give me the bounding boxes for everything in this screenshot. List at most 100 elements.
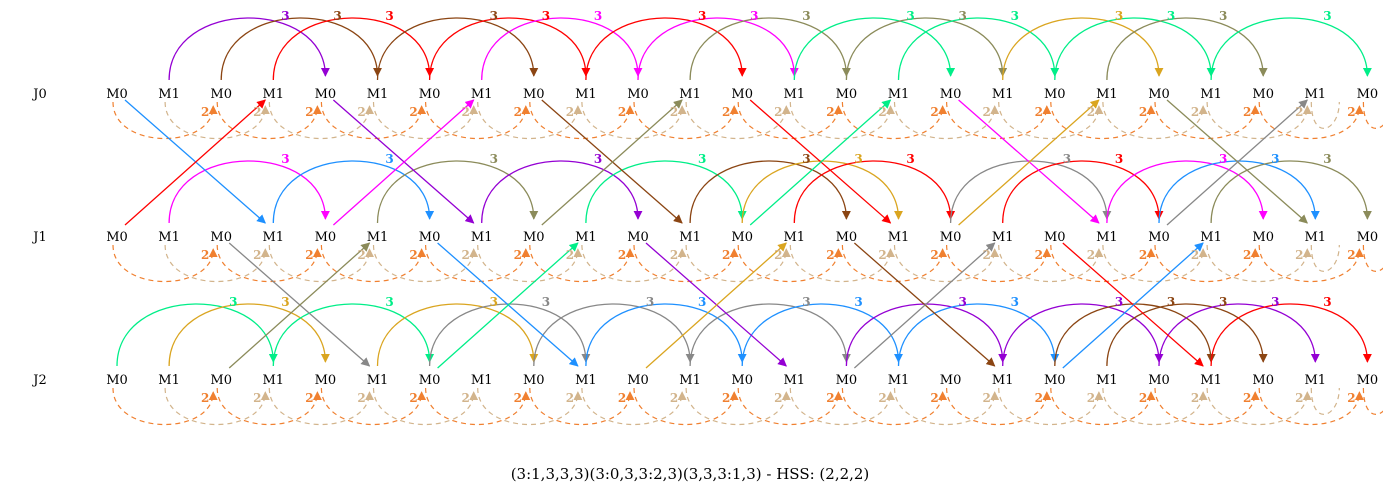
throw-label: 3 — [959, 9, 967, 23]
throw-arc — [1054, 303, 1216, 367]
hold-label: 2 — [826, 391, 834, 405]
throw-arc — [481, 17, 643, 81]
hold-arc — [164, 387, 270, 426]
beat-node: M1 — [158, 373, 180, 388]
hold-arc — [1310, 101, 1340, 129]
throw-arc — [272, 303, 435, 367]
pass-line — [332, 99, 475, 226]
pattern-caption: (3:1,3,3,3)(3:0,3,3:2,3)(3,3,3:1,3) - HS… — [511, 465, 870, 483]
beat-node: M0 — [106, 373, 128, 388]
throw-arc — [376, 303, 539, 367]
beat-node: M0 — [419, 230, 441, 245]
hold-arc — [112, 101, 218, 140]
throw-label: 3 — [1011, 9, 1019, 23]
hold-arc — [633, 101, 739, 140]
hold-arc — [893, 387, 1000, 426]
hold-label: 2 — [983, 248, 991, 262]
throw-label: 3 — [1167, 295, 1175, 309]
pass-line — [541, 99, 683, 224]
beat-node: M1 — [1200, 373, 1222, 388]
beat-node: M0 — [1252, 373, 1274, 388]
beat-node: M0 — [315, 87, 337, 102]
beat-node: M0 — [1044, 87, 1066, 102]
beat-node: M0 — [940, 230, 962, 245]
throw-label: 3 — [854, 152, 862, 166]
beat-node: M0 — [106, 230, 128, 245]
throw-arc — [428, 17, 591, 81]
hold-label: 2 — [1139, 105, 1147, 119]
beat-node: M0 — [1252, 230, 1274, 245]
beat-node: M1 — [575, 87, 597, 102]
throw-label: 3 — [906, 152, 914, 166]
beat-node: M0 — [627, 230, 649, 245]
hold-label: 2 — [1243, 248, 1251, 262]
hold-label: 2 — [670, 248, 678, 262]
hold-label: 2 — [878, 391, 886, 405]
throw-label: 3 — [1323, 152, 1331, 166]
beat-node: M1 — [263, 373, 285, 388]
hold-label: 2 — [357, 391, 365, 405]
throw-label: 3 — [854, 295, 862, 309]
pass-line — [1166, 99, 1308, 226]
hold-arc — [1206, 244, 1312, 283]
hold-label: 2 — [305, 105, 313, 119]
beat-node: M1 — [1096, 87, 1118, 102]
throw-arc — [168, 303, 330, 367]
throw-arc — [1210, 160, 1372, 224]
pass-line — [853, 242, 996, 367]
hold-arc — [425, 101, 531, 140]
throw-arc — [428, 303, 591, 367]
throw-arc — [741, 303, 903, 367]
throw-arc — [1158, 303, 1320, 367]
throw-arc — [689, 303, 851, 367]
hold-label: 2 — [357, 248, 365, 262]
beat-node: M1 — [575, 373, 597, 388]
beat-node: M0 — [1357, 87, 1379, 102]
hold-label: 2 — [1087, 391, 1095, 405]
hold-label: 2 — [1191, 248, 1199, 262]
hold-label: 2 — [1191, 105, 1199, 119]
hold-arc — [1154, 244, 1260, 283]
pass-line — [1062, 242, 1204, 367]
beat-node: M1 — [784, 373, 806, 388]
throw-arc — [845, 303, 1008, 367]
hold-label: 2 — [201, 391, 209, 405]
beat-node: M1 — [575, 230, 597, 245]
hold-label: 2 — [201, 248, 209, 262]
beat-node: M1 — [888, 87, 910, 102]
throw-label: 3 — [542, 295, 550, 309]
hold-label: 2 — [462, 105, 470, 119]
hold-label: 2 — [618, 248, 626, 262]
beat-node: M0 — [1357, 373, 1379, 388]
hold-arc — [581, 244, 687, 283]
hold-label: 2 — [514, 105, 522, 119]
hold-arc — [1362, 387, 1383, 415]
hold-label: 2 — [826, 105, 834, 119]
hold-arc — [1206, 101, 1312, 140]
hold-arc — [685, 101, 791, 140]
hold-label: 2 — [1035, 248, 1043, 262]
hold-label: 2 — [305, 391, 313, 405]
hold-arc — [998, 101, 1104, 140]
hold-label: 2 — [878, 248, 886, 262]
hold-label: 2 — [1087, 248, 1095, 262]
hold-label: 2 — [253, 248, 261, 262]
hold-arc — [1258, 387, 1364, 426]
throw-label: 3 — [750, 9, 758, 23]
beat-node: M1 — [888, 373, 910, 388]
beat-node: M0 — [1252, 87, 1274, 102]
throw-arc — [272, 17, 435, 81]
hold-label: 2 — [1139, 391, 1147, 405]
beat-node: M0 — [836, 230, 858, 245]
hold-label: 2 — [566, 391, 574, 405]
hold-label: 2 — [409, 248, 417, 262]
hold-label: 2 — [514, 391, 522, 405]
throw-label: 3 — [1219, 9, 1227, 23]
beat-node: M1 — [784, 87, 806, 102]
hold-arc — [164, 244, 270, 283]
throw-label: 3 — [1219, 295, 1227, 309]
hold-label: 2 — [1347, 391, 1355, 405]
